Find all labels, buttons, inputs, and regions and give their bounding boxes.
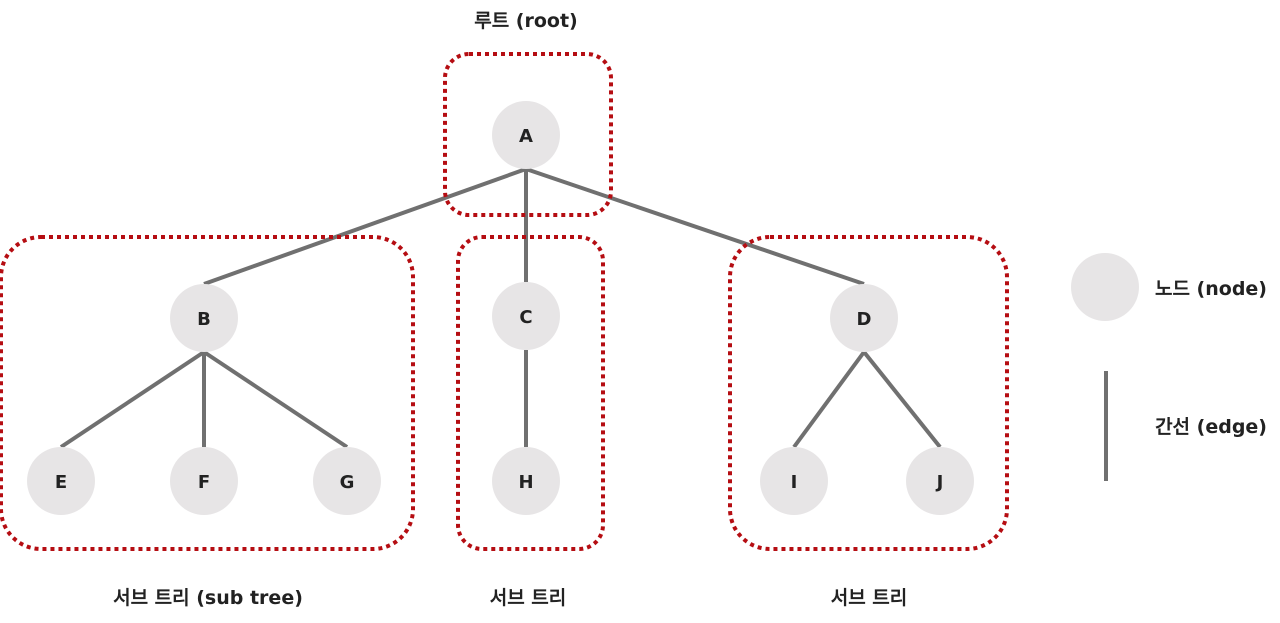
- edge-b-e: [59, 350, 206, 449]
- legend-node-swatch: [1071, 253, 1139, 321]
- node-label: F: [198, 472, 210, 493]
- node-label: A: [519, 126, 533, 147]
- nodes-group: A B C D E F G H I J: [27, 101, 974, 515]
- edge-a-d: [525, 167, 865, 286]
- node-label: E: [55, 472, 67, 493]
- edges-group: [59, 167, 942, 449]
- node-c: C: [492, 282, 560, 350]
- edge-d-j: [862, 350, 942, 449]
- node-i: I: [760, 447, 828, 515]
- node-circle: [492, 447, 560, 515]
- node-label: H: [518, 472, 533, 493]
- node-label: I: [791, 472, 798, 493]
- subtree-box-left: [0, 235, 415, 551]
- node-a: A: [492, 101, 560, 169]
- edge-d-i: [792, 350, 866, 449]
- node-circle: [830, 284, 898, 352]
- node-e: E: [27, 447, 95, 515]
- node-d: D: [830, 284, 898, 352]
- node-label: J: [935, 472, 944, 493]
- node-circle: [492, 282, 560, 350]
- edge-b-g: [202, 350, 349, 449]
- node-circle: [492, 101, 560, 169]
- node-f: F: [170, 447, 238, 515]
- node-label: B: [197, 309, 211, 330]
- node-g: G: [313, 447, 381, 515]
- node-circle: [906, 447, 974, 515]
- subtree-box-right: [728, 235, 1009, 551]
- node-circle: [170, 284, 238, 352]
- node-h: H: [492, 447, 560, 515]
- legend-node-label: 노드 (node): [1155, 278, 1267, 300]
- subtree-label-right: 서브 트리: [831, 587, 908, 609]
- subtree-box-middle: [456, 235, 605, 551]
- node-label: G: [340, 472, 355, 493]
- root-title: 루트 (root): [474, 10, 578, 32]
- subtree-label-left: 서브 트리 (sub tree): [113, 587, 303, 609]
- edge-a-b: [203, 167, 527, 286]
- node-label: C: [519, 307, 532, 328]
- legend-edge-label: 간선 (edge): [1155, 416, 1267, 438]
- node-circle: [760, 447, 828, 515]
- node-j: J: [906, 447, 974, 515]
- root-highlight-box: [443, 52, 613, 217]
- node-circle: [170, 447, 238, 515]
- node-circle: [313, 447, 381, 515]
- subtree-label-middle: 서브 트리: [490, 587, 567, 609]
- node-b: B: [170, 284, 238, 352]
- node-circle: [27, 447, 95, 515]
- legend: 노드 (node) 간선 (edge): [1071, 253, 1267, 481]
- node-label: D: [857, 309, 872, 330]
